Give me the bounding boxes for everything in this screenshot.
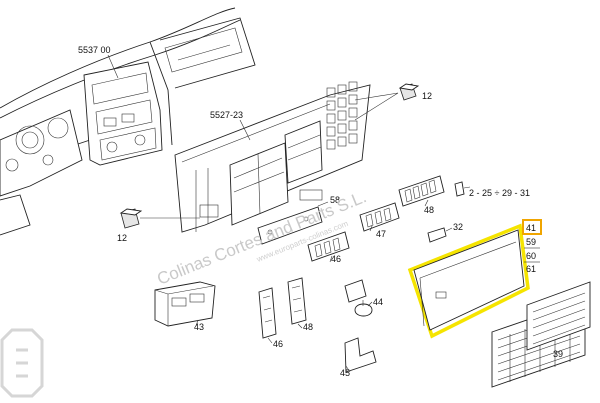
leader-45 xyxy=(345,365,351,373)
leader-32 xyxy=(445,227,453,232)
leader-relay-top-a xyxy=(354,92,399,101)
label-dashboard: 5537 00 xyxy=(78,45,111,55)
switch-block-48-low xyxy=(287,277,307,325)
highlight-box-41 xyxy=(522,219,542,235)
label-switch-46-low: 46 xyxy=(273,339,283,349)
label-plug-44: 44 xyxy=(373,297,383,307)
label-panel: 5527-23 xyxy=(210,110,243,120)
leader-58 xyxy=(317,201,329,207)
label-cover-32: 32 xyxy=(453,222,463,232)
label-switch-47: 47 xyxy=(376,229,386,239)
label-switch-48-top: 48 xyxy=(424,205,434,215)
switch-block-58 xyxy=(257,206,323,245)
leader-relay-top-b xyxy=(354,92,399,121)
leader-dashboard xyxy=(107,54,119,79)
label-relay-left: 12 xyxy=(117,233,127,243)
plug-44 xyxy=(344,279,373,317)
block-43 xyxy=(154,281,216,327)
relay-left xyxy=(119,208,143,229)
switch-block-48-top xyxy=(398,175,445,207)
label-ref-61: 61 xyxy=(526,264,536,274)
label-sheet-39-number: 39 xyxy=(553,349,563,359)
switch-block-46-mid xyxy=(307,231,350,262)
label-ref-60: 60 xyxy=(526,251,536,261)
label-ref-59: 59 xyxy=(526,237,536,247)
dashboard-assembly xyxy=(0,7,256,236)
label-switch-58: 58 xyxy=(330,195,340,205)
label-bracket-45: 45 xyxy=(340,368,350,378)
label-block-43: 43 xyxy=(194,322,204,332)
label-switch-46-mid: 46 xyxy=(331,254,341,264)
leader-48-top xyxy=(424,199,429,207)
leader-46-mid xyxy=(329,255,333,263)
label-switch-48-low: 48 xyxy=(303,322,313,332)
watermark-logo xyxy=(0,328,44,398)
relay-grid xyxy=(326,81,358,150)
leader-44 xyxy=(367,301,373,307)
highlight-outline xyxy=(407,223,530,339)
cover-32 xyxy=(427,227,447,243)
label-connector-range: 2 - 25 ÷ 29 - 31 xyxy=(469,188,530,198)
label-sheet-39 xyxy=(491,281,591,388)
switch-block-47 xyxy=(359,202,400,232)
leader-panel xyxy=(239,119,251,141)
relay-top xyxy=(398,83,420,101)
label-ref-41: 41 xyxy=(526,223,536,233)
leader-43 xyxy=(195,319,199,327)
connector-small xyxy=(454,181,471,197)
mounting-panel xyxy=(174,81,371,233)
leader-47 xyxy=(369,225,373,232)
leader-46-low xyxy=(267,337,273,344)
label-relay-top: 12 xyxy=(422,91,432,101)
fuse-box-highlighted xyxy=(407,223,530,339)
bracket-45 xyxy=(344,337,377,373)
switch-block-46-low xyxy=(258,287,277,339)
leader-48-low xyxy=(297,323,303,329)
